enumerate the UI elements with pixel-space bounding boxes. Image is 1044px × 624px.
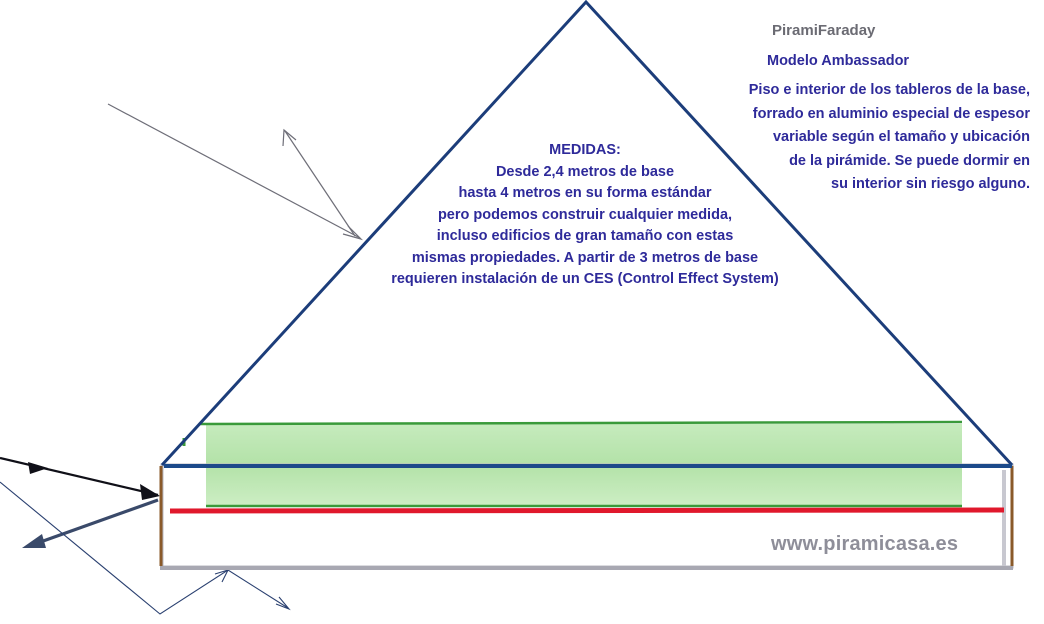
- aluminium-floor-line: [169, 507, 1005, 514]
- measures-line: mismas propiedades. A partir de 3 metros…: [411, 249, 759, 266]
- description-line: de la pirámide. Se puede dormir en: [789, 152, 1030, 169]
- deflected-ray-arrowhead: [22, 534, 46, 548]
- measures-title: MEDIDAS:: [549, 142, 621, 158]
- green-band-top-edge: [199, 420, 963, 426]
- reflected-ray-line: [284, 130, 356, 237]
- description-line: Piso e interior de los tableros de la ba…: [748, 82, 1030, 98]
- ray-line-upper: [107, 103, 361, 239]
- reflected-ray-arrowhead: [282, 128, 297, 147]
- measures-block: MEDIDAS: Desde 2,4 metros de base hasta …: [340, 140, 830, 291]
- measures-line: hasta 4 metros en su forma estándar: [458, 185, 712, 201]
- ground-ray-arrowhead-end: [275, 596, 291, 611]
- ray-arrowhead-upper: [342, 225, 364, 241]
- incoming-ray-arrowhead: [140, 484, 160, 500]
- description-line: forrado en aluminio especial de espesor: [752, 105, 1030, 122]
- incoming-ray-line: [0, 456, 159, 497]
- pyramid-outline: [160, 0, 1014, 467]
- website-watermark: www.piramicasa.es: [771, 533, 959, 555]
- measures-line: requieren instalación de un CES (Control…: [391, 271, 779, 287]
- measures-line: incluso edificios de gran tamaño con est…: [436, 228, 734, 244]
- description-block: Piso e interior de los tableros de la ba…: [670, 79, 1030, 197]
- ground-ray-zigzag: [0, 481, 289, 615]
- deflected-ray-line: [31, 498, 159, 547]
- brand-title: PiramiFaraday: [772, 22, 876, 39]
- incoming-ray-arrowhead-small: [28, 462, 48, 474]
- description-line: su interior sin riesgo alguno.: [831, 176, 1030, 192]
- description-line: variable según el tamaño y ubicación: [772, 129, 1030, 145]
- model-name: Modelo Ambassador: [767, 53, 910, 69]
- measures-line: pero podemos construir cualquier medida,: [437, 206, 733, 223]
- measures-line: Desde 2,4 metros de base: [495, 163, 675, 180]
